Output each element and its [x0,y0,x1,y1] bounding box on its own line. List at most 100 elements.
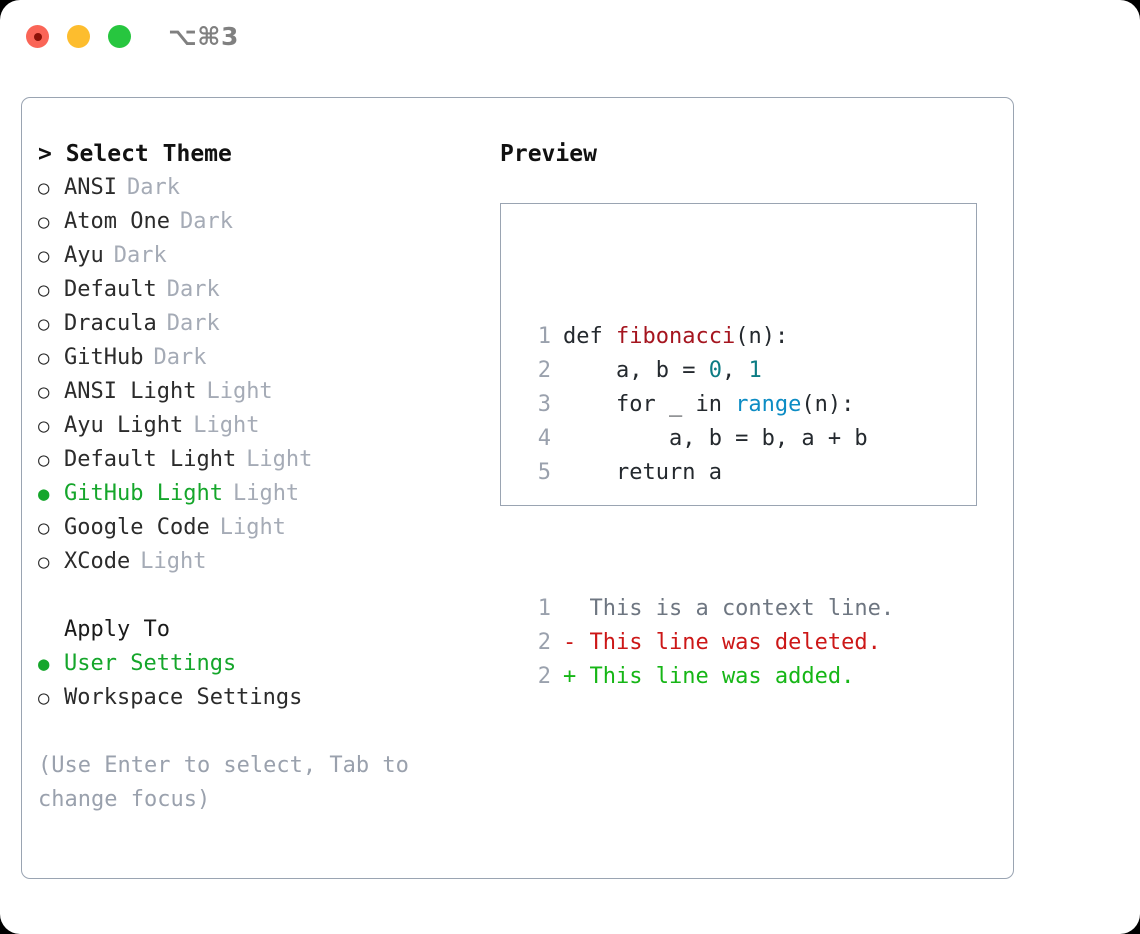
theme-list-item[interactable]: ○ GitHub Dark [38,341,478,375]
theme-list-item[interactable]: ○ Default Light Light [38,443,478,477]
radio-unselected-icon[interactable]: ○ [38,551,50,573]
theme-list-item[interactable]: ○ Atom One Dark [38,205,478,239]
keyboard-shortcut-label: ⌥⌘3 [168,22,239,51]
theme-variant-tag: Light [140,549,207,574]
spacer [38,579,478,613]
theme-variant-tag: Light [232,481,300,506]
code-token: 1 [748,358,762,383]
code-line: 2 a, b = 0, 1 [523,354,894,388]
code-token: def [563,324,616,349]
theme-name-label: XCode [64,549,131,574]
code-token: for _ in [563,392,736,417]
apply-to-option[interactable]: ● User Settings [38,647,478,681]
line-number: 2 [537,630,551,655]
line-number: 1 [537,596,551,621]
code-text: return a [551,456,722,490]
apply-to-label: User Settings [64,651,237,676]
radio-unselected-icon[interactable]: ○ [38,517,50,539]
code-token: fibonacci [615,324,736,349]
theme-variant-tag: Light [246,447,313,472]
code-token: 0 [708,358,722,383]
radio-unselected-icon[interactable]: ○ [38,211,50,233]
close-button[interactable] [26,25,49,48]
maximize-button[interactable] [108,25,131,48]
apply-to-heading: Apply To [64,617,170,642]
radio-unselected-icon[interactable]: ○ [38,279,50,301]
theme-variant-tag: Dark [126,175,180,200]
radio-unselected-icon[interactable]: ○ [38,449,50,471]
code-token: a, b = [563,358,709,383]
code-text: for _ in range(n): [551,388,854,422]
line-number: 1 [537,324,551,349]
theme-name-label: Google Code [64,515,210,540]
theme-name-label: Default Light [64,447,237,472]
radio-unselected-icon[interactable]: ○ [38,177,50,199]
theme-list-item[interactable]: ○ Google Code Light [38,511,478,545]
diff-line: 2 + This line was added. [523,660,894,694]
code-text: a, b = b, a + b [551,422,868,456]
theme-name-label: Ayu [64,243,104,268]
diff-line: 2- This line was deleted. [523,626,894,660]
radio-unselected-icon[interactable]: ○ [38,415,50,437]
theme-name-label: Dracula [64,311,157,336]
code-token: a, b = b, a + b [563,426,868,451]
radio-selected-icon[interactable]: ● [38,483,50,505]
radio-selected-icon[interactable]: ● [38,653,50,675]
code-text: a, b = 0, 1 [551,354,762,388]
theme-list-item[interactable]: ○ XCode Light [38,545,478,579]
title-bar: ⌥⌘3 [0,0,1140,80]
code-line: 4 a, b = b, a + b [523,422,894,456]
theme-name-label: GitHub Light [64,481,223,506]
theme-list-item[interactable]: ● GitHub Light Light [38,477,478,511]
diff-line: 1 This is a context line. [523,592,894,626]
radio-unselected-icon[interactable]: ○ [38,245,50,267]
apply-to-list[interactable]: ● User Settings ○Workspace Settings [38,647,478,715]
code-line: 3 for _ in range(n): [523,388,894,422]
theme-name-label: GitHub [64,345,144,370]
code-token: return a [563,460,722,485]
page-title: > Select Theme [38,141,232,167]
code-line: 5 return a [523,456,894,490]
theme-list-item[interactable]: ○ Dracula Dark [38,307,478,341]
theme-name-label: Default [64,277,157,302]
theme-list-item[interactable]: ○ Default Dark [38,273,478,307]
line-number: 2 [537,664,551,689]
theme-variant-tag: Dark [179,209,233,234]
code-text: def fibonacci(n): [551,320,788,354]
theme-variant-tag: Light [206,379,273,404]
line-number: 5 [537,460,551,485]
minimize-button[interactable] [67,25,90,48]
radio-unselected-icon[interactable]: ○ [38,687,50,709]
theme-variant-tag: Dark [153,345,207,370]
line-number: 4 [537,426,551,451]
theme-variant-tag: Dark [166,311,220,336]
preview-title: Preview [500,141,597,167]
theme-variant-tag: Light [219,515,286,540]
radio-unselected-icon[interactable]: ○ [38,347,50,369]
code-token: (n): [735,324,789,349]
line-number: 2 [537,358,551,383]
radio-unselected-icon[interactable]: ○ [38,313,50,335]
preview-column: Preview [500,137,1000,171]
apply-to-option[interactable]: ○Workspace Settings [38,681,478,715]
code-token: (n): [801,392,855,417]
diff-text: + This line was added. [563,664,855,689]
line-number: 3 [537,392,551,417]
theme-name-label: Atom One [64,209,170,234]
traffic-light-group [26,25,131,48]
theme-variant-tag: Light [193,413,260,438]
theme-variant-tag: Dark [166,277,220,302]
code-token: range [735,392,802,417]
radio-unselected-icon[interactable]: ○ [38,381,50,403]
